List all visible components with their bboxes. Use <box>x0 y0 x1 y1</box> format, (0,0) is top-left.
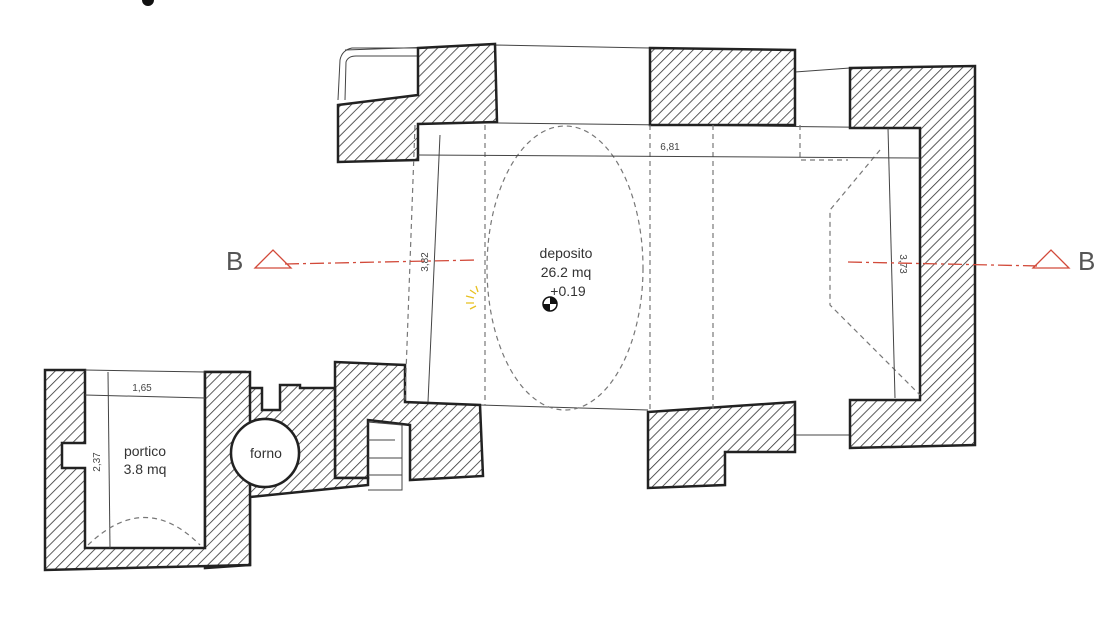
section-label-right: B <box>1078 246 1095 276</box>
wall-portico <box>43 368 252 572</box>
dim-deposito-left: 3,82 <box>420 252 431 272</box>
dim-portico-depth: 2,37 <box>92 452 103 472</box>
level-marker-icon <box>542 296 558 312</box>
section-arrow-left-icon <box>253 249 293 269</box>
dim-deposito-width: 6,81 <box>660 142 680 153</box>
vault-ellipse <box>486 125 644 411</box>
light-icon <box>465 285 479 310</box>
room-portico-name: portico <box>124 443 166 459</box>
marker-icon <box>142 0 154 6</box>
vault-lines <box>404 124 921 412</box>
section-line-right <box>847 261 1041 267</box>
section-label-left: B <box>226 246 243 276</box>
room-portico-area: 3.8 mq <box>124 461 167 477</box>
wall-bottom-left <box>333 360 485 482</box>
wall-top-middle <box>648 46 797 127</box>
stair-rail <box>337 47 418 101</box>
stairs <box>367 421 403 491</box>
room-deposito-name: deposito <box>540 245 593 261</box>
room-deposito-level: +0.19 <box>550 283 586 299</box>
room-deposito-area: 26.2 mq <box>541 264 592 280</box>
wall-top-left <box>336 42 499 164</box>
dim-portico-width: 1,65 <box>132 383 152 394</box>
dim-line-width <box>417 154 921 159</box>
section-line-left <box>284 259 479 265</box>
portico-opening <box>84 369 206 373</box>
dim-line-left <box>427 134 441 403</box>
portico-arch <box>87 516 201 546</box>
forno-chamber <box>229 417 301 489</box>
section-arrow-right-icon <box>1031 249 1071 269</box>
dim-line-portico-width <box>84 394 206 399</box>
wall-bottom-middle <box>646 400 797 490</box>
dim-deposito-right: 3,73 <box>897 254 908 274</box>
wall-right <box>848 64 977 450</box>
room-forno-name: forno <box>250 445 282 461</box>
dim-line-portico-depth <box>107 371 111 549</box>
